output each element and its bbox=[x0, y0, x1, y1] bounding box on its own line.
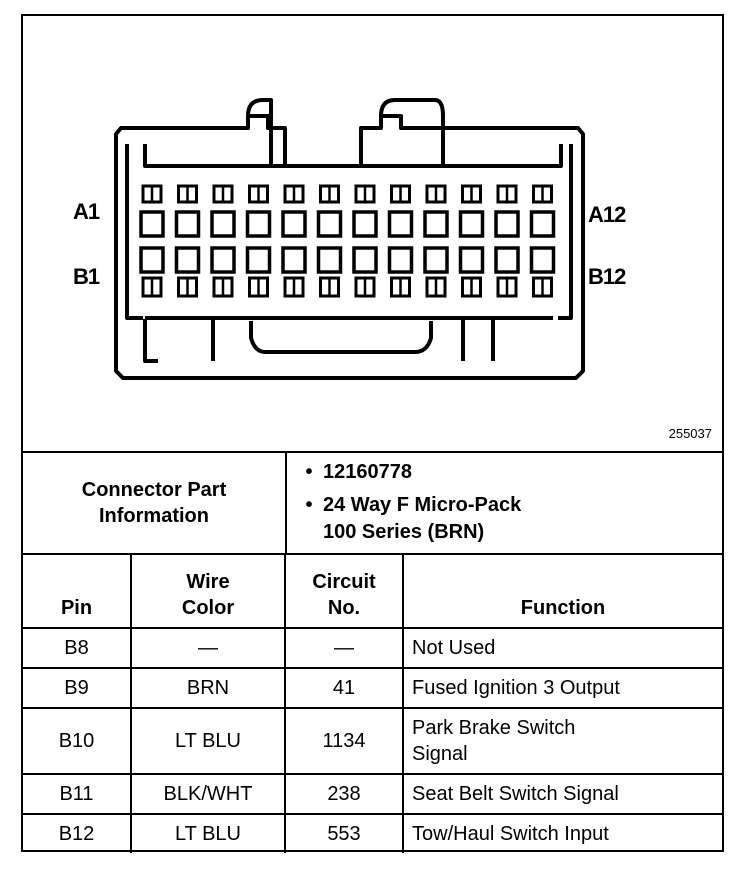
cell-wire-color: LT BLU bbox=[130, 707, 286, 775]
cavity-row-a bbox=[458, 210, 485, 238]
cavity-row-a bbox=[494, 210, 520, 238]
cell-wire-color: BRN bbox=[130, 667, 286, 709]
pin-label-b1: B1 bbox=[73, 264, 100, 289]
header-wire-color: Wire Color bbox=[130, 554, 286, 629]
cell-pin: B10 bbox=[23, 707, 132, 775]
bullet-icon: • bbox=[305, 461, 313, 483]
header-circuit-no: Circuit No. bbox=[284, 554, 404, 629]
pin-label-b12: B12 bbox=[588, 264, 626, 289]
housing-inner bbox=[125, 144, 143, 320]
table-row: B12 LT BLU 553 Tow/Haul Switch Input bbox=[23, 813, 722, 853]
connector-sheet: A1 B1 A12 B12 255037 Connector Part Info… bbox=[21, 14, 724, 853]
header-function: Function bbox=[402, 554, 722, 629]
housing-outline bbox=[114, 114, 585, 380]
cavity-row-b bbox=[139, 246, 165, 274]
cell-circuit: — bbox=[284, 627, 404, 669]
header-wire-line1: Wire bbox=[186, 571, 230, 593]
cell-wire-color: — bbox=[130, 627, 286, 669]
cavity-row-a bbox=[174, 210, 201, 238]
connector-info-label-line2: Information bbox=[99, 505, 209, 527]
header-pin: Pin bbox=[23, 554, 132, 629]
header-wire-line2: Color bbox=[181, 597, 235, 619]
cavity-row-b bbox=[245, 246, 272, 274]
cavity-row-a bbox=[529, 210, 556, 238]
cell-function: Seat Belt Switch Signal bbox=[402, 773, 722, 815]
cavity-row-a bbox=[281, 210, 307, 238]
function-line: Park Brake Switch bbox=[412, 717, 576, 739]
part-number: 12160778 bbox=[323, 461, 412, 483]
cavity-row-b bbox=[423, 246, 449, 274]
cavity-row-a bbox=[423, 210, 449, 238]
cavity-row-b bbox=[494, 246, 520, 274]
table-row: B11 BLK/WHT 238 Seat Belt Switch Signal bbox=[23, 773, 722, 815]
cavity-row-b bbox=[458, 246, 485, 274]
cavity-row-b bbox=[281, 246, 307, 274]
cavity-row-a bbox=[387, 210, 414, 238]
pin-label-a1: A1 bbox=[73, 199, 100, 224]
cavity-row-b bbox=[352, 246, 378, 274]
cell-function: Fused Ignition 3 Output bbox=[402, 667, 722, 709]
cell-wire-color: LT BLU bbox=[130, 813, 286, 853]
cavity-row-b bbox=[210, 246, 236, 274]
pinout-table: Pin Wire Color Circuit No. Function B8 —… bbox=[23, 553, 722, 853]
cavity-row-b bbox=[387, 246, 414, 274]
latch-left bbox=[246, 98, 273, 166]
cavity-row-a bbox=[316, 210, 343, 238]
function-line: Fused Ignition 3 Output bbox=[412, 677, 620, 699]
function-line: Not Used bbox=[412, 637, 496, 659]
function-line: Seat Belt Switch Signal bbox=[412, 783, 619, 805]
header-circuit-line1: Circuit bbox=[312, 571, 376, 593]
cell-function: Not Used bbox=[402, 627, 722, 669]
cell-circuit: 553 bbox=[284, 813, 404, 853]
cell-wire-color: BLK/WHT bbox=[130, 773, 286, 815]
cavity-row-a bbox=[245, 210, 272, 238]
cell-circuit: 1134 bbox=[284, 707, 404, 775]
connector-info-item: • 12160778 bbox=[287, 459, 521, 486]
connector-info-label-line1: Connector Part bbox=[81, 479, 227, 501]
table-row: B10 LT BLU 1134 Park Brake Switch Signal bbox=[23, 707, 722, 775]
connector-info-item: • 24 Way F Micro-Pack 100 Series (BRN) bbox=[287, 492, 521, 546]
cell-pin: B12 bbox=[23, 813, 132, 853]
connector-illustration: A1 B1 A12 B12 255037 bbox=[23, 16, 722, 451]
cell-pin: B9 bbox=[23, 667, 132, 709]
cell-circuit: 238 bbox=[284, 773, 404, 815]
bullet-icon: • bbox=[305, 494, 313, 516]
header-circuit-line2: No. bbox=[327, 597, 361, 619]
pin-label-a12: A12 bbox=[588, 202, 626, 227]
table-row: B8 — — Not Used bbox=[23, 627, 722, 669]
key-slot bbox=[249, 321, 433, 354]
function-line: Tow/Haul Switch Input bbox=[412, 823, 609, 845]
function-line: Signal bbox=[412, 743, 468, 765]
cavity-row-b bbox=[529, 246, 556, 274]
table-row: B9 BRN 41 Fused Ignition 3 Output bbox=[23, 667, 722, 709]
connector-part-info: Connector Part Information • 12160778 • … bbox=[23, 451, 722, 555]
connector-info-label: Connector Part Information bbox=[23, 453, 287, 553]
figure-id: 255037 bbox=[668, 426, 712, 441]
pin-cavity-grid bbox=[139, 184, 556, 298]
connector-face-drawing bbox=[114, 98, 585, 380]
cavity-row-a bbox=[352, 210, 378, 238]
cavity-row-a bbox=[210, 210, 236, 238]
cell-circuit: 41 bbox=[284, 667, 404, 709]
cell-pin: B8 bbox=[23, 627, 132, 669]
cavity-row-a bbox=[139, 210, 165, 238]
connector-description-line2: 100 Series (BRN) bbox=[323, 521, 485, 543]
cavity-row-b bbox=[174, 246, 201, 274]
cell-pin: B11 bbox=[23, 773, 132, 815]
table-header-row: Pin Wire Color Circuit No. Function bbox=[23, 554, 722, 629]
connector-info-list: • 12160778 • 24 Way F Micro-Pack 100 Ser… bbox=[287, 459, 521, 546]
connector-description-line1: 24 Way F Micro-Pack bbox=[323, 494, 522, 516]
cell-function: Tow/Haul Switch Input bbox=[402, 813, 722, 853]
latch-right bbox=[379, 98, 445, 166]
cell-function: Park Brake Switch Signal bbox=[402, 707, 722, 775]
cavity-row-b bbox=[316, 246, 343, 274]
